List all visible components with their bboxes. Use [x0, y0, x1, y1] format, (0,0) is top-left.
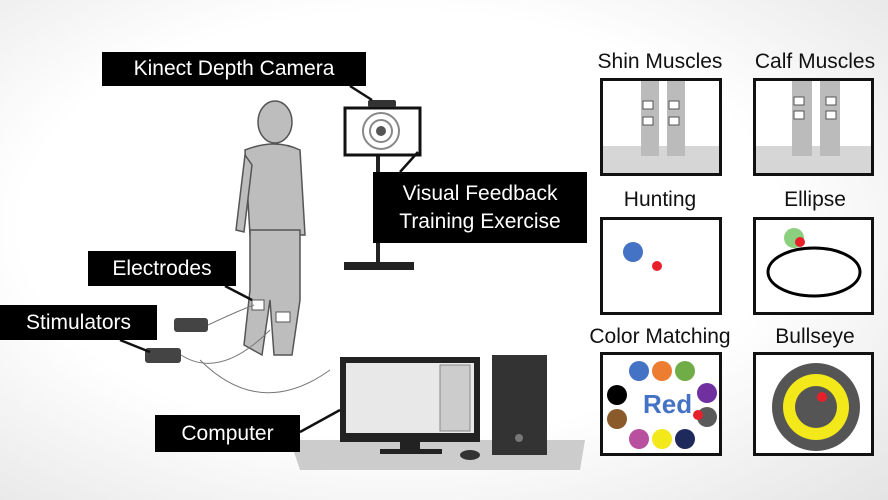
kinect-camera — [368, 100, 396, 107]
hunting-title: Hunting — [623, 188, 697, 211]
electrodes-label: Electrodes — [88, 251, 236, 286]
shin-muscles-panel — [600, 78, 722, 176]
calf-muscles-panel — [753, 78, 874, 176]
visual-feedback-line1: Visual Feedback — [402, 181, 558, 205]
ellipse-title: Ellipse — [784, 188, 846, 211]
mouse — [460, 450, 480, 460]
person-figure — [235, 100, 306, 357]
scene-illustration — [119, 84, 585, 470]
hunting-panel — [600, 217, 722, 315]
visual-feedback-line2: Training Exercise — [399, 209, 561, 233]
color-matching-title: Color Matching — [589, 325, 731, 348]
kinect-camera-label: Kinect Depth Camera — [102, 52, 366, 86]
stimulators-label: Stimulators — [0, 305, 157, 340]
ellipse-panel — [753, 217, 874, 315]
stimulator-devices — [145, 304, 331, 394]
calf-muscles-title: Calf Muscles — [754, 50, 876, 73]
visual-feedback-label: Visual Feedback Training Exercise — [373, 172, 587, 243]
electrode-pads — [251, 299, 291, 323]
computer-label: Computer — [155, 415, 300, 452]
color-matching-panel: Red — [600, 352, 722, 456]
color-word: Red — [643, 389, 693, 419]
bullseye-panel — [753, 352, 874, 456]
bullseye-title: Bullseye — [775, 325, 855, 348]
computer-monitor — [340, 357, 480, 454]
shin-muscles-title: Shin Muscles — [597, 50, 723, 73]
